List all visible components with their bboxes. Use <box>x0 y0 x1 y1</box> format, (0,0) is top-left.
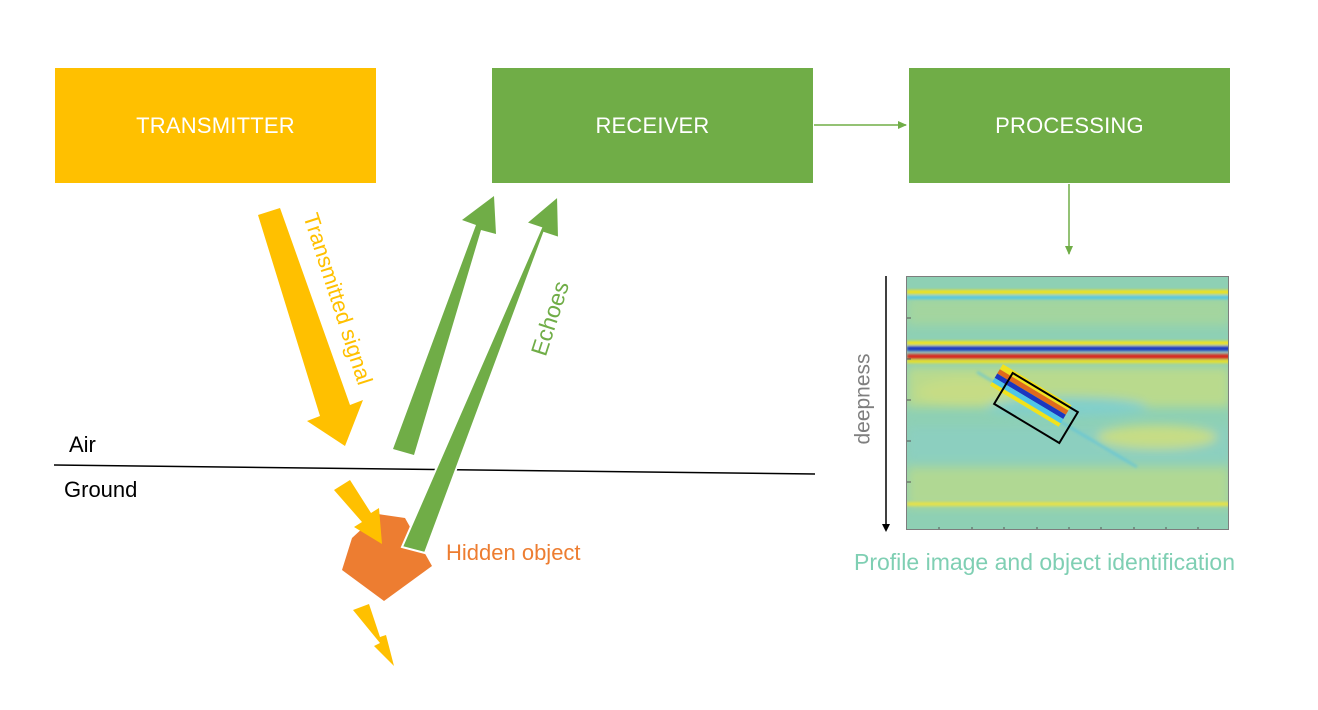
signal-into-object-arrow <box>334 480 382 544</box>
reflection-yellow-lower <box>907 360 1228 363</box>
identification-box <box>992 371 1080 445</box>
processing-label: PROCESSING <box>995 112 1144 138</box>
reflection-red <box>907 354 1228 359</box>
texture-band <box>907 467 1228 507</box>
profile-caption: Profile image and object identification <box>854 549 1236 575</box>
profile-image <box>906 276 1229 530</box>
reflection-yellow <box>907 341 1228 345</box>
surface-reflection-yellow <box>907 290 1228 294</box>
ground-label: Ground <box>64 477 138 502</box>
texture-band <box>907 297 1228 325</box>
deepness-label: deepness <box>851 353 875 445</box>
deepness-axis-arrowhead <box>882 524 890 532</box>
transmitter-label: TRANSMITTER <box>136 112 295 138</box>
axis-ticks <box>907 317 1199 529</box>
transmitted-signal-arrow <box>258 208 363 446</box>
texture-patch <box>1097 425 1217 449</box>
echo-arrow-from-object <box>400 193 561 555</box>
processing-box: PROCESSING <box>909 68 1230 183</box>
hidden-object-label: Hidden object <box>446 540 581 565</box>
signal-below-object-arrow <box>353 604 394 666</box>
transmitter-box: TRANSMITTER <box>55 68 376 183</box>
air-label: Air <box>69 432 96 457</box>
receiver-label: RECEIVER <box>595 112 710 138</box>
echo-arrow-left <box>393 196 496 455</box>
ground-surface-line <box>53 464 816 475</box>
profile-image-render <box>907 277 1228 529</box>
surface-reflection-cyan <box>907 296 1228 299</box>
receiver-box: RECEIVER <box>492 68 813 183</box>
reflection-blue <box>907 346 1228 351</box>
deep-band-yellow <box>907 502 1228 506</box>
